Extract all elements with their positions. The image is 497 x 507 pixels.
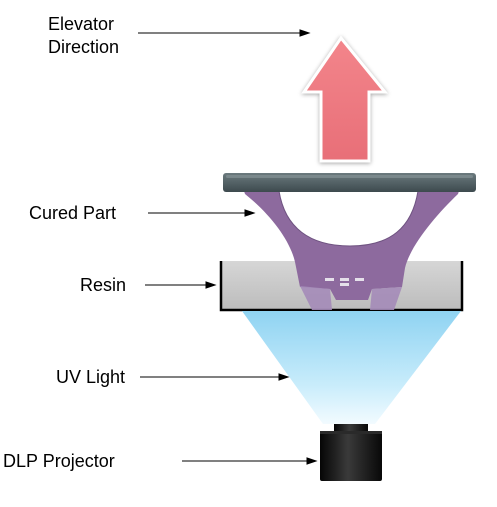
uv-light-leader-arrowhead	[278, 373, 290, 381]
build-platform	[223, 173, 476, 192]
dlp-projector-label: DLP Projector	[3, 451, 115, 471]
uv-light-label: UV Light	[56, 367, 126, 387]
up-arrow-icon	[301, 35, 389, 163]
resin-leader-arrowhead	[205, 281, 217, 289]
cured-part	[244, 190, 459, 310]
dlp-projector	[320, 424, 382, 481]
resin-label: Resin	[80, 275, 127, 295]
cured-part-leader-arrowhead	[244, 209, 256, 217]
cured-part-label: Cured Part	[29, 203, 117, 223]
projector-leader-arrowhead	[306, 457, 318, 465]
elevator-leader-arrowhead	[299, 29, 311, 37]
elevator-direction-label-line2: Direction	[48, 37, 120, 57]
uv-light-beam	[242, 311, 461, 424]
elevator-direction-label-line1: Elevator	[48, 14, 115, 34]
leader-arrows	[138, 29, 318, 465]
